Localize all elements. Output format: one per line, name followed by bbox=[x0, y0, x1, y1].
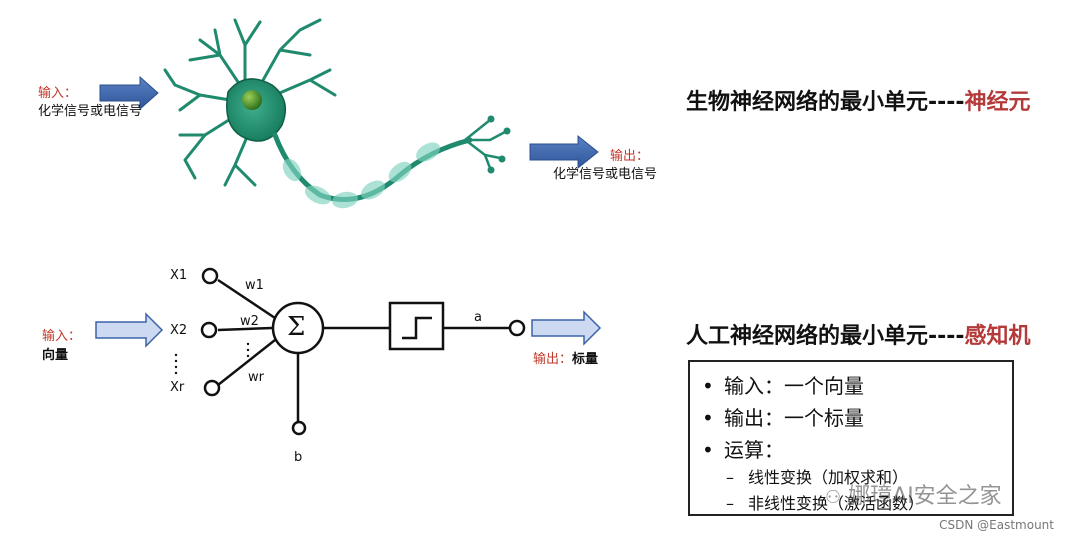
perceptron-output-arrow bbox=[531, 310, 602, 346]
perceptron-input-arrow bbox=[95, 312, 164, 348]
dash-icon: – bbox=[726, 494, 734, 513]
perceptron-title: 人工神经网络的最小单元----感知机 bbox=[686, 318, 1031, 350]
bio-output-label: 输出： bbox=[610, 149, 650, 164]
perceptron-input-label: 输入： bbox=[42, 329, 82, 344]
summary-item-text: 输出：一个标量 bbox=[724, 406, 864, 430]
summary-box: • 输入：一个向量 • 输出：一个标量 • 运算： –线性变换（加权求和） –非线性变… bbox=[688, 360, 1014, 516]
w1-label: w1 bbox=[245, 278, 264, 293]
bias-label: b bbox=[294, 450, 303, 465]
bio-title-main: 生物神经网络的最小单元---- bbox=[686, 90, 965, 115]
bullet-icon: • bbox=[702, 438, 714, 462]
perceptron-output-desc: 标量 bbox=[572, 352, 599, 367]
summary-subitem-nonlinear: –非线性变换（激活函数） bbox=[726, 490, 924, 514]
dash-icon: – bbox=[726, 468, 734, 487]
wechat-icon: ⚇ bbox=[825, 487, 842, 508]
bio-input-desc: 化学信号或电信号 bbox=[38, 104, 143, 119]
perceptron-diagram bbox=[200, 267, 526, 436]
perceptron-output: 输出：标量 bbox=[533, 348, 598, 367]
bio-input-label: 输入： bbox=[38, 86, 78, 101]
summary-item-input: • 输入：一个向量 bbox=[702, 370, 864, 399]
wr-label: wr bbox=[248, 370, 264, 385]
bullet-icon: • bbox=[702, 406, 714, 430]
bio-output-arrow bbox=[529, 134, 599, 170]
summary-item-text: 运算： bbox=[724, 438, 784, 462]
watermark: ⚇ 娜璋AI安全之家 bbox=[825, 478, 1002, 510]
watermark-text: 娜璋AI安全之家 bbox=[848, 484, 1002, 509]
xr-label: Xr bbox=[170, 380, 185, 395]
x2-label: X2 bbox=[170, 323, 188, 338]
weight-ellipsis bbox=[246, 342, 250, 358]
summary-subitem-linear: –线性变换（加权求和） bbox=[726, 464, 908, 488]
x1-label: X1 bbox=[170, 268, 188, 283]
perceptron-title-accent: 感知机 bbox=[964, 324, 1031, 349]
bio-title-accent: 神经元 bbox=[964, 90, 1031, 115]
bio-output-desc: 化学信号或电信号 bbox=[553, 167, 658, 182]
input-ellipsis bbox=[174, 353, 178, 375]
bullet-icon: • bbox=[702, 374, 714, 398]
summary-item-operation: • 运算： bbox=[702, 434, 784, 463]
neuron-illustration bbox=[163, 18, 511, 209]
credit-text: CSDN @Eastmount bbox=[939, 518, 1054, 532]
summary-subitem-text: 非线性变换（激活函数） bbox=[748, 494, 925, 513]
output-a-label: a bbox=[474, 310, 482, 325]
sum-symbol: Σ bbox=[287, 312, 306, 342]
summary-item-text: 输入：一个向量 bbox=[724, 374, 864, 398]
perceptron-title-main: 人工神经网络的最小单元---- bbox=[686, 324, 965, 349]
summary-subitem-text: 线性变换（加权求和） bbox=[748, 468, 909, 487]
summary-item-output: • 输出：一个标量 bbox=[702, 402, 864, 431]
w2-label: w2 bbox=[240, 314, 259, 329]
perceptron-output-label: 输出： bbox=[533, 352, 573, 367]
perceptron-input-desc: 向量 bbox=[42, 348, 69, 363]
bio-input-arrow bbox=[99, 75, 159, 111]
bio-title: 生物神经网络的最小单元----神经元 bbox=[686, 84, 1031, 116]
